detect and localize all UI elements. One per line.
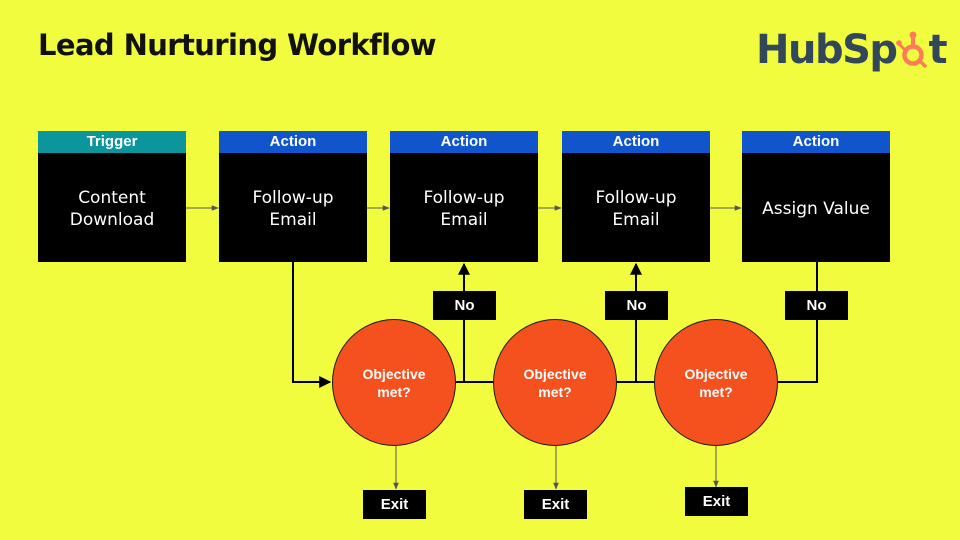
step-label: Content Download <box>69 187 155 230</box>
step-card-action: Action Follow-up Email <box>390 131 538 262</box>
step-kind-label: Trigger <box>38 131 186 154</box>
decision-objective-met: Objective met? <box>654 319 778 446</box>
step-card-action: Action Follow-up Email <box>562 131 710 262</box>
step-kind-label: Action <box>219 131 367 154</box>
step-label: Follow-up Email <box>595 187 677 230</box>
step-card-action: Action Follow-up Email <box>219 131 367 262</box>
step-label: Assign Value <box>762 198 870 219</box>
step-card-action: Action Assign Value <box>742 131 890 262</box>
exit-label: Exit <box>685 487 748 516</box>
logo-text-start: HubSp <box>756 27 898 73</box>
hubspot-sprocket-icon <box>895 31 927 69</box>
decision-objective-met: Objective met? <box>332 319 456 446</box>
step-kind-label: Action <box>390 131 538 154</box>
step-kind-label: Action <box>562 131 710 154</box>
arrow-email-1-to-decision-1 <box>292 262 332 388</box>
step-label: Follow-up Email <box>252 187 334 230</box>
logo-text-end: t <box>928 27 948 73</box>
no-label: No <box>785 291 848 320</box>
exit-label: Exit <box>524 490 587 519</box>
hubspot-logo: HubSp t <box>756 22 948 78</box>
step-label: Follow-up Email <box>423 187 505 230</box>
no-label: No <box>433 291 496 320</box>
page-title: Lead Nurturing Workflow <box>38 28 437 62</box>
exit-label: Exit <box>363 490 426 519</box>
step-card-trigger: Trigger Content Download <box>38 131 186 262</box>
no-label: No <box>605 291 668 320</box>
decision-objective-met: Objective met? <box>493 319 617 446</box>
step-kind-label: Action <box>742 131 890 154</box>
connector-decision-3-to-assign <box>778 262 818 383</box>
